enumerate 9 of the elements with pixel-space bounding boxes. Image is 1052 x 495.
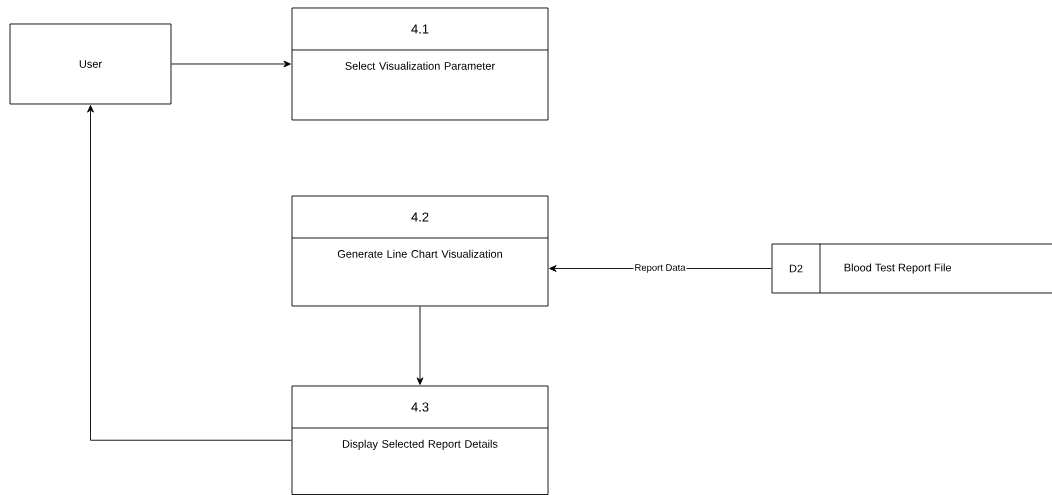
- entity-box: User: [9, 23, 172, 105]
- arrow: [416, 306, 424, 385]
- process-box: 4.1 Select Visualization Parameter: [291, 7, 549, 121]
- data-store: D2 Blood Test Report File: [771, 243, 1052, 294]
- process-box: 4.3 Display Selected Report Details: [291, 385, 549, 495]
- arrow: [171, 60, 291, 68]
- edge-label: Report Data: [633, 263, 687, 274]
- arrow: [87, 105, 292, 441]
- process-box: 4.2 Generate Line Chart Visualization: [291, 195, 549, 307]
